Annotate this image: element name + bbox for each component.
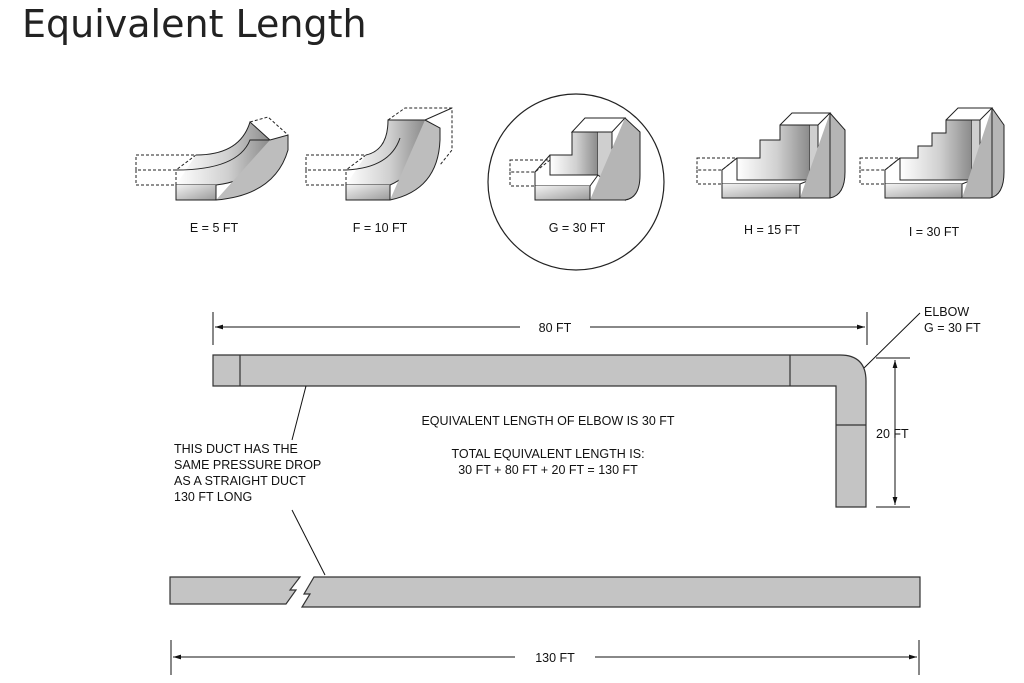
dimension-80ft	[212, 312, 868, 345]
dimension-20ft-label: 20 FT	[876, 427, 909, 441]
elbow-g-label: G = 30 FT	[549, 221, 606, 235]
dimension-80ft-label: 80 FT	[539, 321, 572, 335]
note-left-line1: THIS DUCT HAS THE	[174, 442, 298, 456]
leader-to-elbow-duct	[291, 385, 307, 441]
elbow-callout-line2: G = 30 FT	[924, 321, 981, 335]
leader-to-straight-duct	[291, 509, 326, 576]
elbow-h-illustration	[696, 112, 846, 199]
elbow-i-illustration	[859, 107, 1005, 199]
elbow-f-illustration	[305, 107, 453, 201]
note-elbow-equivalent: EQUIVALENT LENGTH OF ELBOW IS 30 FT	[421, 414, 674, 428]
elbow-g-illustration	[509, 117, 641, 202]
dimension-20ft	[876, 357, 910, 508]
dimension-130ft-label: 130 FT	[535, 651, 575, 665]
note-left-line3: AS A STRAIGHT DUCT	[174, 474, 306, 488]
elbow-callout-line1: ELBOW	[924, 305, 969, 319]
duct-with-elbow	[212, 354, 867, 508]
note-left-line2: SAME PRESSURE DROP	[174, 458, 321, 472]
elbow-callout-leader	[861, 312, 921, 371]
note-left-line4: 130 FT LONG	[174, 490, 252, 504]
note-total-formula: 30 FT + 80 FT + 20 FT = 130 FT	[458, 463, 638, 477]
elbow-h-label: H = 15 FT	[744, 223, 800, 237]
elbow-e-illustration	[135, 116, 289, 201]
elbow-e-label: E = 5 FT	[190, 221, 239, 235]
note-total-heading: TOTAL EQUIVALENT LENGTH IS:	[451, 447, 644, 461]
straight-duct	[169, 576, 921, 608]
elbow-f-label: F = 10 FT	[353, 221, 408, 235]
dimension-130ft	[170, 640, 920, 675]
elbow-i-label: I = 30 FT	[909, 225, 960, 239]
slide-title: Equivalent Length	[22, 2, 367, 46]
elbow-g-highlight-circle	[487, 93, 665, 271]
